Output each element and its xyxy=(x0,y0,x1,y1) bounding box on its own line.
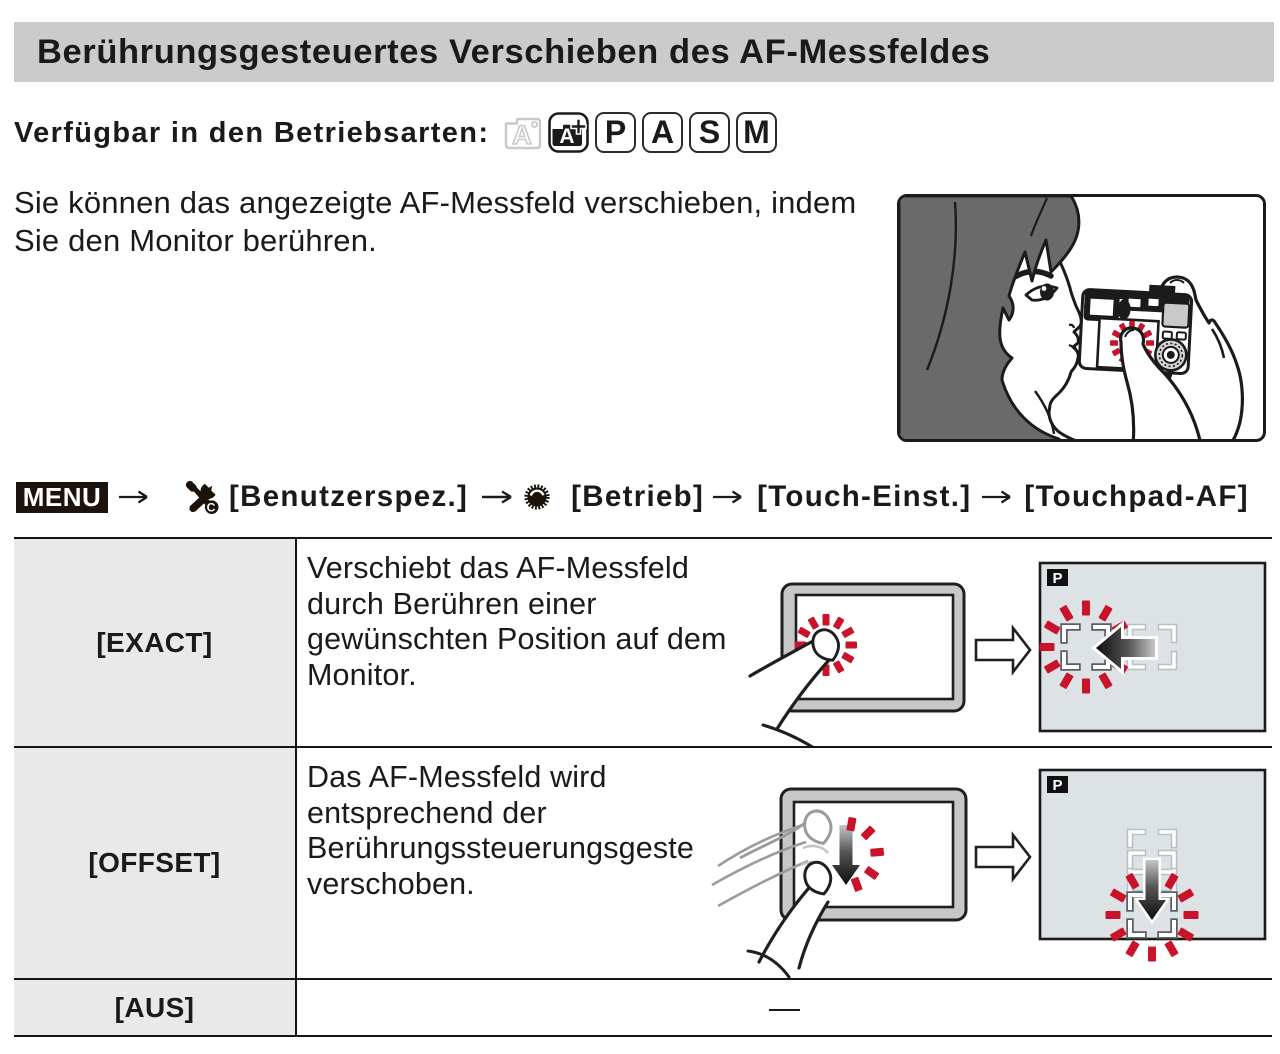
svg-text:P: P xyxy=(1052,777,1062,794)
page-title: Berührungsgesteuertes Verschieben des AF… xyxy=(37,33,991,71)
p-mode-badge xyxy=(1047,569,1068,586)
arrow-right-icon xyxy=(982,490,1012,504)
mode-letter-p: P xyxy=(604,113,627,150)
menu-step-touchpad-af: [Touchpad-AF] xyxy=(1024,480,1249,513)
availability-label: Verfügbar in den Betriebsarten: xyxy=(14,117,490,149)
svg-text:P: P xyxy=(1052,570,1062,587)
intro-text: Sie können das angezeigte AF-Messfeld ve… xyxy=(14,185,857,258)
mode-letter-s: S xyxy=(698,113,721,150)
exact-illustration: P xyxy=(748,561,1267,746)
mode-icons: A A P A S M xyxy=(503,111,777,153)
menu-button-badge: MENU xyxy=(16,481,108,513)
exact-description: Verschiebt das AF-Messfeld durch Berühre… xyxy=(307,551,727,692)
arrow-right-icon xyxy=(713,490,742,504)
mode-ia-icon: A xyxy=(504,117,542,150)
mode-box-s: S xyxy=(689,111,730,153)
arrow-right-icon xyxy=(119,490,148,504)
row-exact-content: Verschiebt das AF-Messfeld durch Berühre… xyxy=(297,539,1272,746)
row-aus-content: — xyxy=(297,980,1272,1035)
mode-letter-a: A xyxy=(650,113,675,150)
mode-box-a: A xyxy=(642,111,683,153)
mode-box-p: P xyxy=(595,111,636,153)
transition-arrow-icon xyxy=(974,833,1032,881)
svg-text:A: A xyxy=(512,120,532,150)
aus-value: — xyxy=(769,989,800,1025)
menu-breadcrumb: MENU C [Benutzerspez.] [Betrieb] xyxy=(16,478,1249,516)
arrow-right-icon xyxy=(482,490,512,504)
custom-menu-c-badge: C xyxy=(207,501,217,515)
mode-box-m: M xyxy=(736,111,777,153)
transition-arrow-icon xyxy=(974,626,1032,674)
mode-letter-m: M xyxy=(743,113,770,150)
row-offset-content: Das AF-Messfeld wird entsprechend der Be… xyxy=(297,748,1272,978)
p-mode-badge xyxy=(1047,776,1068,793)
camera-usage-illustration xyxy=(897,194,1266,442)
svg-text:A: A xyxy=(559,125,574,148)
offset-description: Das AF-Messfeld wird entsprechend der Be… xyxy=(307,760,694,901)
mode-ia-plus-icon: A xyxy=(548,111,589,153)
custom-menu-wrench-icon: C xyxy=(185,480,219,515)
menu-step-operation: [Betrieb] xyxy=(571,480,705,513)
touchpad-af-options-table: [EXACT] Verschiebt das AF-Messfeld durch… xyxy=(14,537,1272,1037)
option-label-exact: [EXACT] xyxy=(14,539,297,746)
table-row-offset: [OFFSET] Das AF-Messfeld wird entspreche… xyxy=(14,748,1272,980)
table-row-exact: [EXACT] Verschiebt das AF-Messfeld durch… xyxy=(14,539,1272,748)
table-row-aus: [AUS] — xyxy=(14,980,1272,1037)
menu-step-touch-settings: [Touch-Einst.] xyxy=(757,480,972,513)
offset-illustration: P xyxy=(711,768,1267,978)
option-label-aus: [AUS] xyxy=(14,980,297,1035)
section-title-bar: Berührungsgesteuertes Verschieben des AF… xyxy=(14,22,1274,82)
woman-with-camera-drawing xyxy=(900,197,1244,439)
option-label-offset: [OFFSET] xyxy=(14,748,297,978)
operation-gear-icon xyxy=(524,484,550,510)
menu-step-custom: [Benutzerspez.] xyxy=(229,480,469,513)
